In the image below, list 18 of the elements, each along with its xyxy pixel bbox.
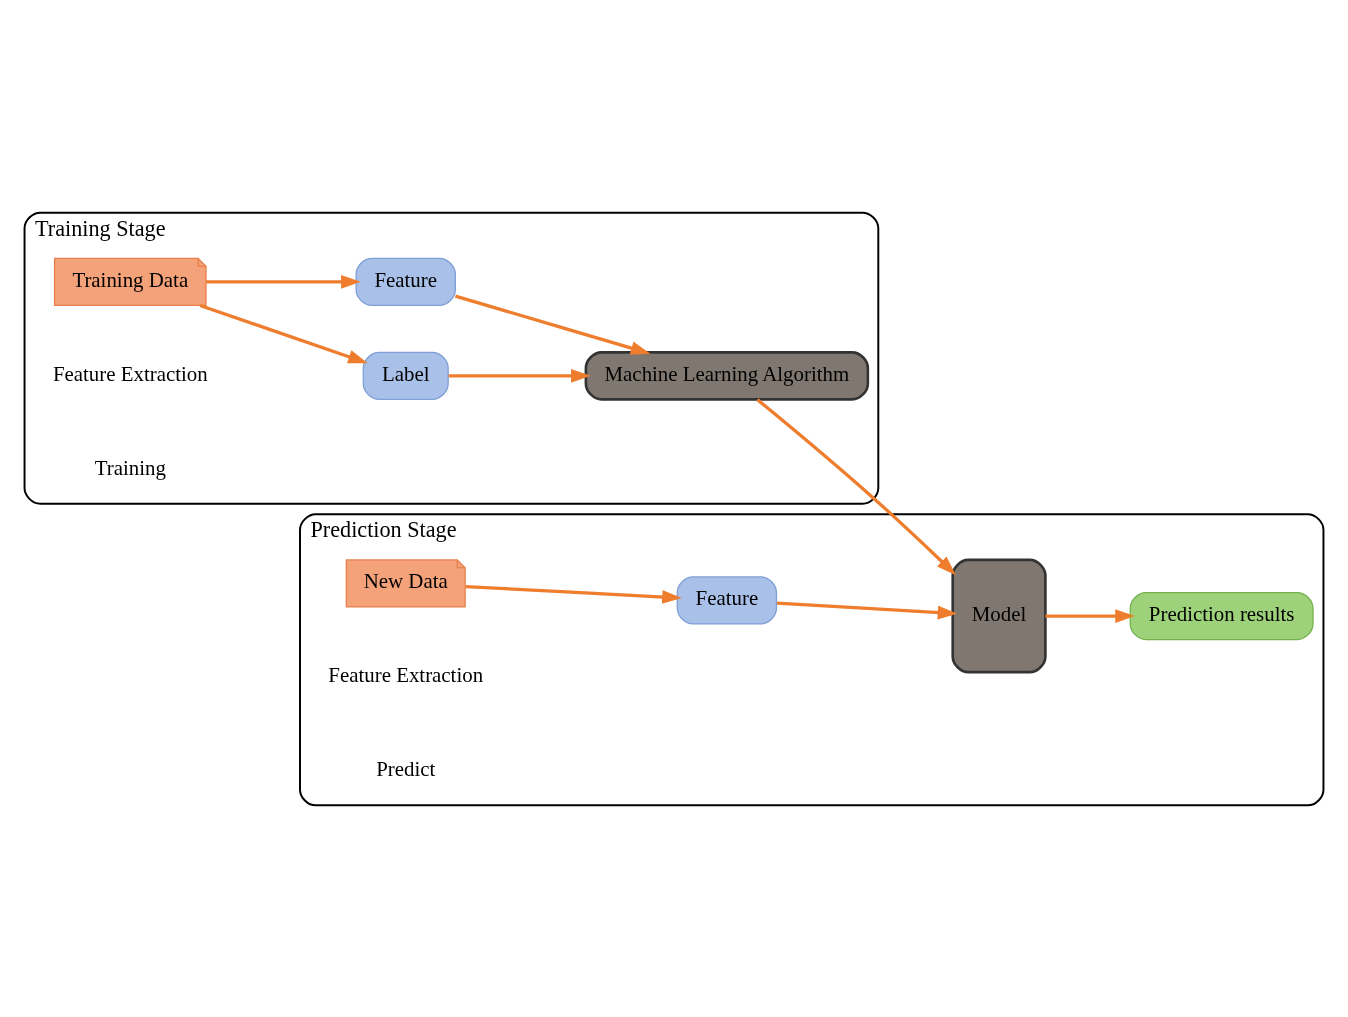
label: Feature Extraction (328, 662, 484, 687)
arrow (206, 274, 361, 289)
arrow (199, 303, 368, 363)
arrow (448, 368, 591, 383)
node-box: Feature (676, 575, 778, 625)
node-box: Feature (355, 257, 456, 306)
arrow (465, 584, 682, 604)
arrow (454, 294, 651, 355)
node-box: Label (362, 351, 449, 400)
node-box: Model (951, 558, 1047, 673)
arrow (1045, 608, 1135, 623)
label: Feature Extraction (52, 361, 208, 386)
arrow (756, 397, 956, 575)
node-box: Prediction results (1129, 591, 1314, 640)
label: Predict (376, 756, 436, 781)
arrow (776, 601, 958, 619)
node-box: Machine Learning Algorithm (584, 350, 870, 401)
label: Training (94, 455, 166, 480)
